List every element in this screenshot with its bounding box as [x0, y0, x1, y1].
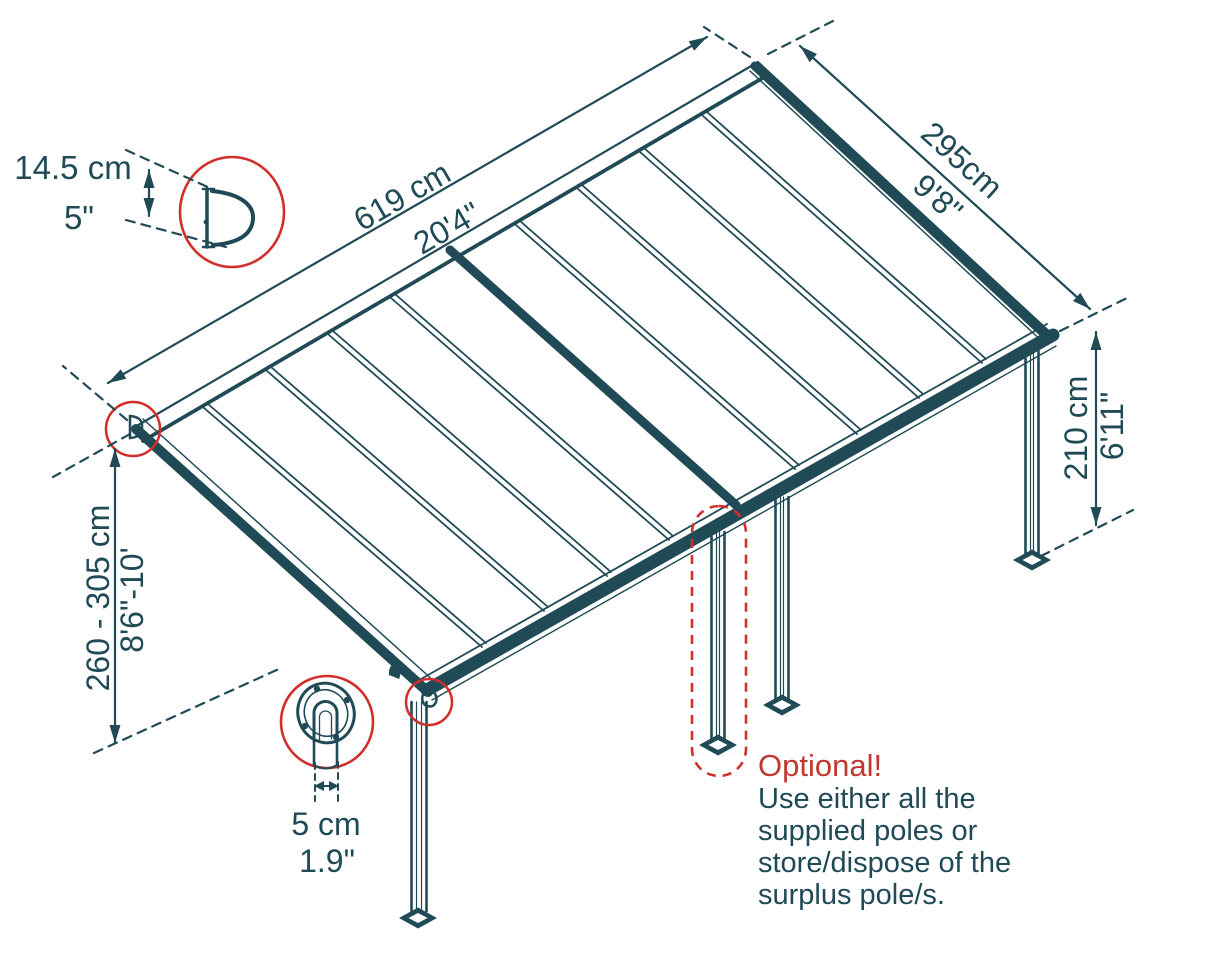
extension-right-pole-base	[1039, 508, 1135, 558]
optional-note-line-2: supplied poles or	[758, 815, 978, 847]
gutter-profile-detail	[201, 187, 256, 249]
extension-right-corner	[1058, 295, 1131, 333]
gutter-profile-detail-circle	[178, 155, 286, 269]
right-rail-inner-edge	[749, 70, 1046, 345]
support-poles	[399, 349, 1051, 929]
rafter-2	[266, 366, 549, 612]
pole-front-middle	[763, 495, 801, 716]
profile-curved-face	[210, 189, 256, 247]
left-rail-band	[131, 424, 433, 697]
width-dimension-arrow	[106, 35, 709, 385]
gutter-bracket	[388, 663, 401, 679]
pole-diameter-imperial-label: 1.9"	[299, 843, 355, 879]
pole-elbow	[312, 700, 339, 743]
extension-top-corner-right	[766, 19, 835, 56]
rafter-1	[203, 403, 487, 648]
extension-top-corner-left	[702, 25, 752, 59]
roof-frame	[128, 60, 1060, 708]
pole-front-right	[1013, 349, 1051, 571]
pole-head-detail	[296, 681, 356, 770]
wall-height-imperial-label: 8'6"-10'	[114, 547, 150, 652]
front-gutter-band	[420, 328, 1060, 697]
left-corner-profile-cap	[128, 414, 144, 440]
extension-ground-left	[92, 666, 283, 755]
roof-rafters	[203, 111, 987, 648]
pole-diameter-arrowhead-right	[329, 781, 339, 791]
profile-height-metric-label: 14.5 cm	[14, 149, 131, 186]
extension-profile-bottom	[124, 218, 228, 249]
pole-base-plate-top	[1022, 555, 1042, 565]
pole-base-plate-top	[708, 740, 728, 750]
optional-note-title: Optional!	[758, 748, 882, 783]
pole-elbow-inner	[318, 710, 333, 741]
optional-note: Optional! Use either all the supplied po…	[758, 748, 1011, 911]
pole-base-plate-top	[408, 913, 428, 923]
clearance-metric-label: 210 cm	[1058, 376, 1094, 481]
left-rail-inner-edge	[142, 418, 436, 683]
optional-note-line-4: surplus pole/s.	[758, 879, 945, 911]
projection-dimension-arrow	[798, 44, 1092, 311]
dimension-arrows	[106, 35, 1102, 791]
flange-screw-hole	[343, 696, 351, 704]
optional-note-line-1: Use either all the	[758, 783, 976, 815]
optional-note-line-3: store/dispose of the	[758, 847, 1011, 879]
bottom-corner-profile-cap	[421, 689, 438, 708]
pole-joint-highlight-circle	[404, 677, 454, 727]
right-rail-band	[750, 61, 1055, 344]
optional-pole-dashed-outline	[690, 504, 748, 778]
extension-left-corner-up	[61, 364, 129, 422]
profile-height-imperial-label: 5"	[64, 199, 94, 236]
pole-base-plate-top	[772, 700, 792, 710]
pole-diameter-arrowhead-left	[314, 781, 324, 791]
wall-height-metric-label: 260 - 305 cm	[80, 505, 116, 692]
pole-optional	[699, 530, 737, 756]
profile-screw-boss	[203, 219, 209, 225]
left-corner-highlight-circle	[104, 400, 162, 458]
pole-diameter-metric-label: 5 cm	[291, 806, 360, 842]
flange-screw-hole	[301, 722, 309, 730]
clearance-imperial-label: 6'11"	[1094, 392, 1130, 460]
flange-outer-ring	[296, 681, 356, 745]
pole-front-left	[399, 700, 437, 929]
extension-left-corner-down	[51, 432, 132, 479]
flange-screw-hole	[313, 685, 321, 693]
